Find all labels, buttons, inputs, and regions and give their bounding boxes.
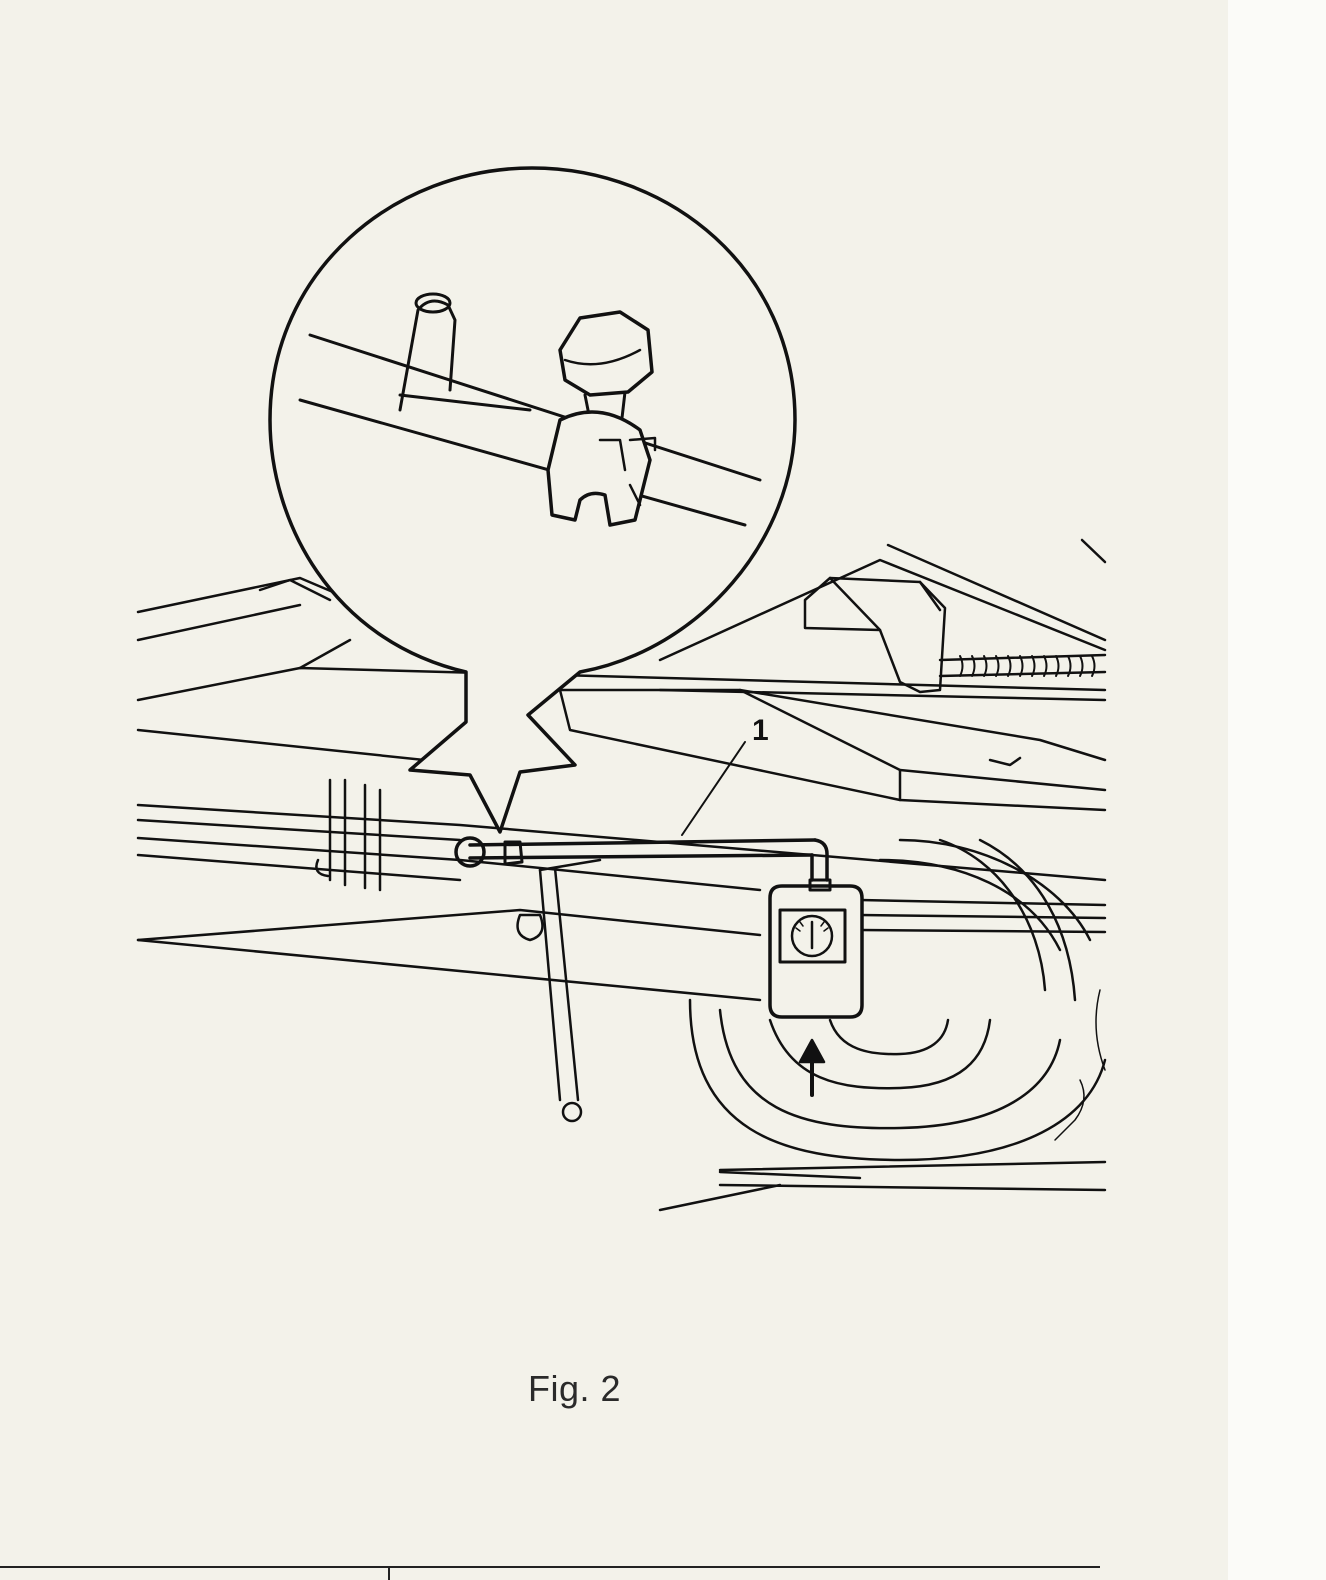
table-column-divider — [388, 1566, 390, 1580]
wheel — [688, 838, 1107, 1162]
figure-caption: Fig. 2 — [528, 1368, 622, 1409]
table-top-border — [0, 1566, 1100, 1580]
dial-gauge-assembly — [454, 836, 864, 1097]
vehicle-underbody — [136, 538, 1107, 1212]
detail-magnifier — [268, 166, 797, 834]
callout-label: 1 — [752, 714, 769, 747]
callout-1: 1 — [681, 714, 769, 836]
page-margin — [1228, 0, 1326, 1580]
threaded-rod-coils — [959, 655, 1096, 677]
